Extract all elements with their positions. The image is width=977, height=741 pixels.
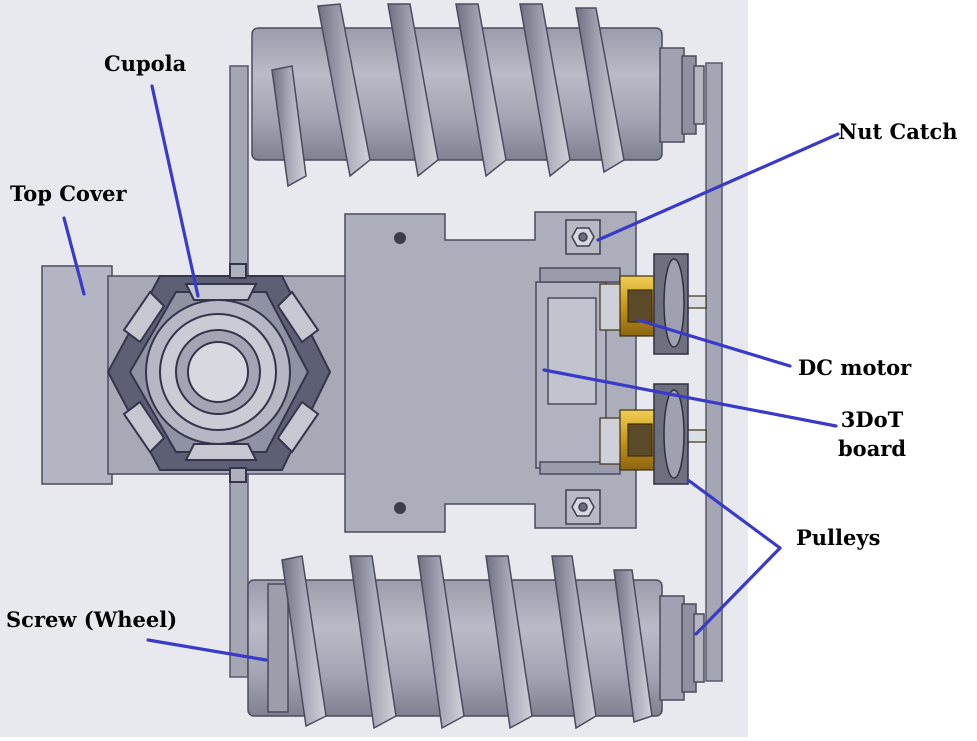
label-3dot-board: 3DoT board [838, 408, 906, 460]
leader-lines [62, 84, 840, 662]
cupola [106, 263, 332, 483]
bottom-screw [247, 555, 705, 730]
leader-pulley-1 [686, 478, 782, 550]
label-3dot-board-line2: board [838, 436, 907, 462]
label-dc-motor: DC motor [798, 355, 912, 380]
leader-nut-catch [596, 132, 840, 242]
pulley-top [653, 253, 689, 355]
label-3dot-board-line1: 3DoT [840, 407, 904, 432]
top-screw [251, 3, 705, 188]
leader-pulley-2 [694, 546, 782, 636]
leader-dc-motor [636, 318, 792, 368]
label-screw-wheel: Screw (Wheel) [6, 607, 178, 632]
leader-screw-wheel [146, 638, 268, 662]
nut-catch-bottom [565, 489, 601, 525]
side-rails [229, 62, 723, 682]
label-pulleys: Pulleys [796, 525, 881, 550]
leader-top-cover [62, 216, 86, 296]
nut-catch-top [565, 219, 601, 255]
leader-cupola [150, 84, 200, 298]
label-cupola: Cupola [104, 51, 187, 76]
label-nut-catch: Nut Catch [838, 119, 958, 144]
pulley-bottom [653, 383, 689, 485]
label-top-cover: Top Cover [10, 181, 127, 206]
leader-3dot-board [542, 368, 838, 428]
